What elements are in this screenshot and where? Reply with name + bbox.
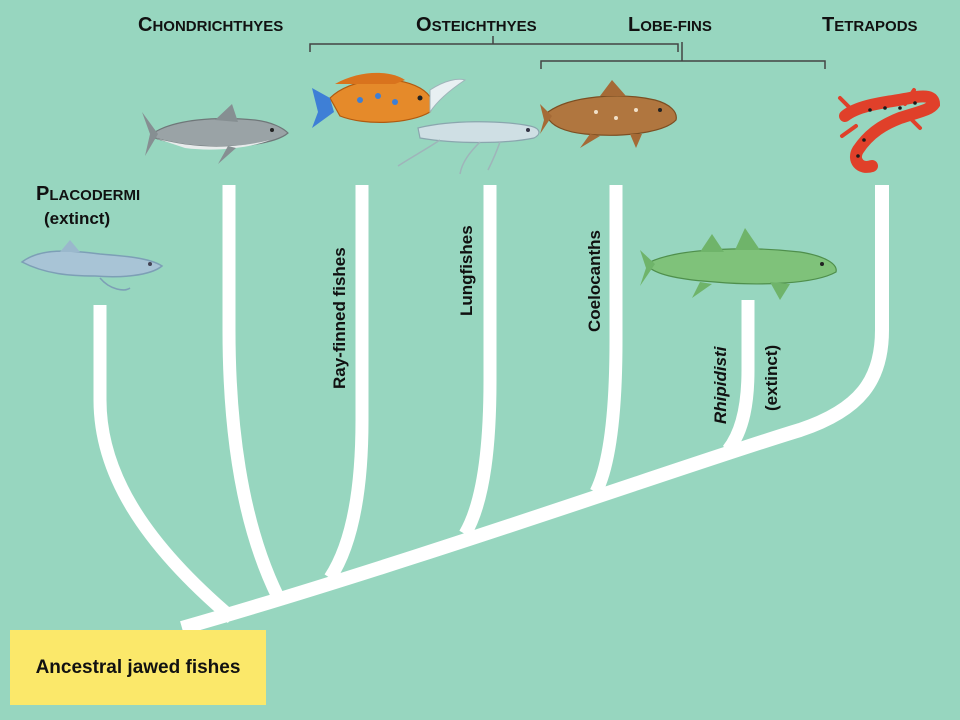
placodermi-branch [93,305,237,623]
rhipidisti-extinct-note: (extinct) [762,345,781,411]
rhipidisti-illustration [640,228,837,300]
lobe-fins-bracket [540,42,826,69]
tetrapods-label: TETRAPODS [822,14,918,36]
ray-finned-label: Ray-finned fishes [330,247,349,389]
ray-finned-fish-illustration [312,72,433,128]
trunk [180,185,889,635]
chondrichthyes-label: CHONDRICHTHYES [138,14,283,36]
rhipidisti-label: Rhipidisti [711,345,730,424]
lungfishes-branch [459,185,497,538]
placodermi-extinct-note: (extinct) [44,209,110,228]
coelocanths-label: Coelocanths [585,230,604,332]
placoderm-illustration [20,240,164,291]
lungfishes-label: Lungfishes [457,225,476,316]
coelocanths-branch [590,185,623,495]
rhipidisti-branch [722,300,755,455]
osteichthyes-bracket [309,36,679,52]
placodermi-label: PLACODERMI [36,183,140,205]
chondrichthyes-branch [222,185,284,600]
ancestral-jawed-fishes-label: Ancestral jawed fishes [35,656,241,678]
ray-finned-branch [324,185,369,582]
tree-branches [93,185,889,635]
osteichthyes-label: OSTEICHTHYES [416,14,537,36]
shark-illustration [142,104,289,164]
coelacanth-illustration [540,80,677,148]
lungfish-illustration [397,78,540,175]
group-brackets [309,36,826,69]
lobe-fins-label: LOBE-FINS [628,14,712,36]
ancestral-jawed-fishes-box: Ancestral jawed fishes [10,630,266,705]
salamander-illustration [838,88,941,173]
